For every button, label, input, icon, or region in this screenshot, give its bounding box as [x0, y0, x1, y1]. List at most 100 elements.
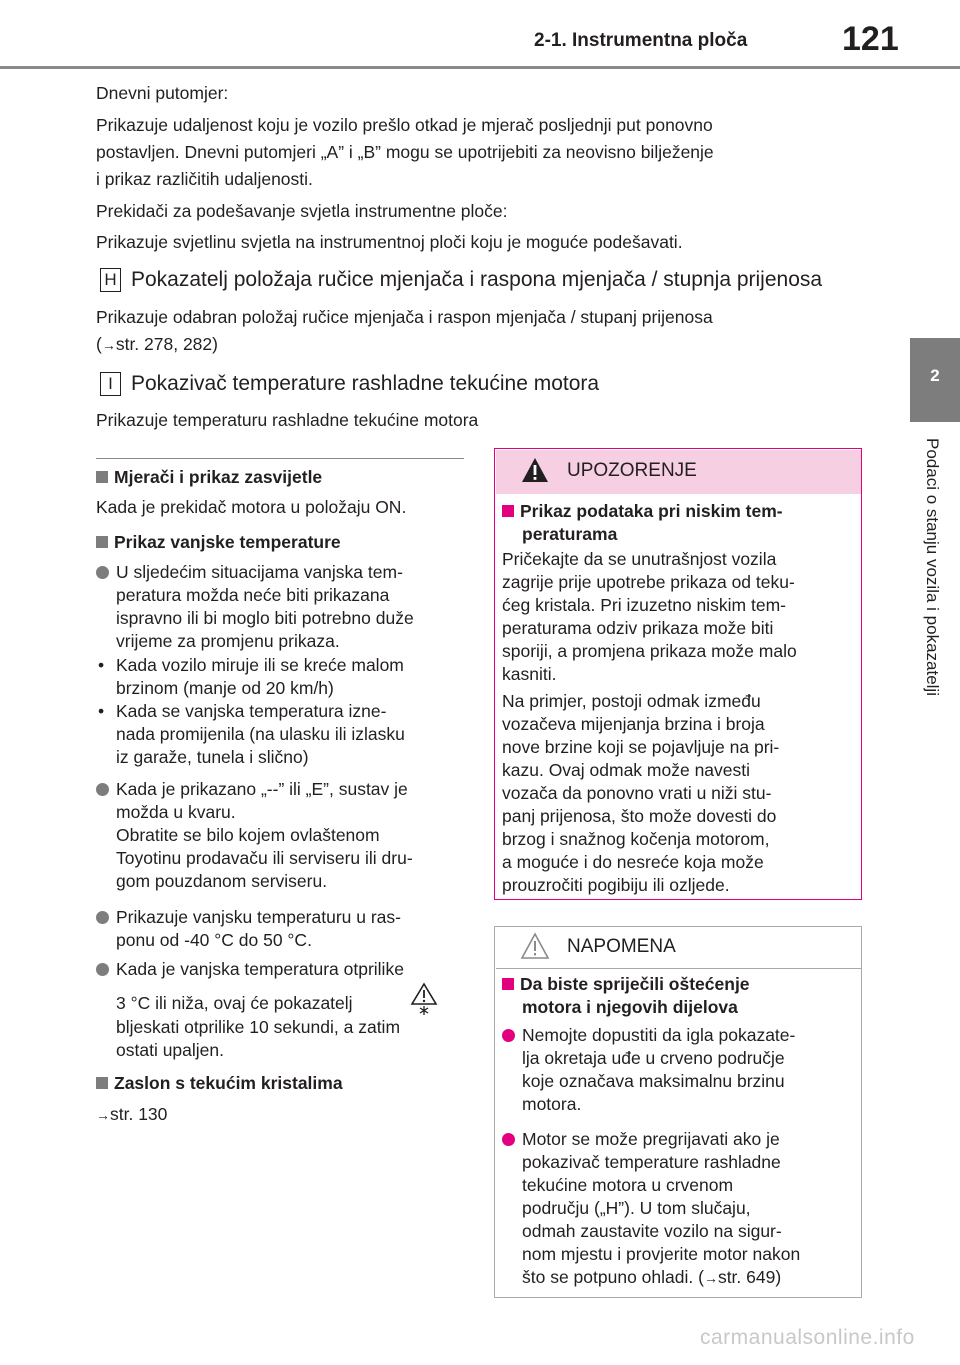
note-heading-line-1: Da biste spriječili oštećenje	[502, 973, 750, 996]
b4-line-2: 3 °C ili niža, ovaj će pokazatelj	[116, 993, 353, 1013]
chapter-title: Podaci o stanju vozila i pokazatelji	[923, 438, 942, 696]
round-bullet-icon	[502, 1133, 518, 1151]
warning-heading-line-2: peraturama	[522, 524, 618, 544]
note-box	[494, 926, 862, 1298]
warning-p2-line-8: a moguće i do nesreće koja može	[502, 852, 764, 872]
header-rule	[0, 66, 960, 69]
sub1-line-1: Kada vozilo miruje ili se kreće malom	[116, 655, 404, 675]
trip-desc-2: postavljen. Dnevni putomjeri „A” i „B” m…	[96, 142, 714, 162]
arrow-icon: →	[703, 1270, 718, 1286]
warning-p1-line-3: ćeg kristala. Pri izuzetno niskim tem-	[502, 595, 786, 615]
sub-bullet-icon: •	[98, 701, 105, 721]
b2-line-5: gom pouzdanom serviseru.	[116, 871, 328, 891]
warning-p2-line-4: kazu. Ovaj odmak može navesti	[502, 760, 751, 780]
b2-line-2: možda u kvaru.	[116, 802, 236, 822]
arrow-icon: →	[101, 337, 116, 353]
chapter-tab	[910, 338, 960, 422]
notice-triangle-icon	[520, 932, 550, 960]
warning-p2-line-2: vozačeva mijenjanja brzina i broja	[502, 714, 765, 734]
warning-p2-line-5: vozača da ponovno vrati u niži stu-	[502, 783, 772, 803]
b1-line-1: U sljedećim situacijama vanjska tem-	[116, 562, 403, 582]
square-bullet-icon	[96, 1077, 108, 1089]
warning-p2-line-6: panj prijenosa, što može dovesti do	[502, 806, 777, 826]
low-temperature-warning-icon	[410, 982, 438, 1016]
item-h-desc-1: Prikazuje odabran položaj ručice mjenjač…	[96, 307, 713, 327]
h1-text: Kada je prekidač motora u položaju ON.	[96, 497, 407, 517]
warning-p2-line-9: prouzročiti pogibiju ili ozljede.	[502, 875, 730, 895]
b2-line-4: Toyotinu prodavaču ili serviseru ili dru…	[116, 848, 413, 868]
h2-heading: Prikaz vanjske temperature	[96, 531, 341, 554]
b1-line-4: vrijeme za promjenu prikaza.	[116, 631, 340, 651]
square-bullet-icon	[502, 978, 514, 990]
round-bullet-icon	[96, 911, 112, 929]
note-b2-line-5: odmah zaustavite vozilo na sigur-	[522, 1221, 782, 1241]
b3-line-1: Prikazuje vanjsku temperaturu u ras-	[116, 907, 401, 927]
item-i-title: Pokazivač temperature rashladne tekućine…	[131, 372, 600, 395]
warning-p1-line-2: zagrije prije upotrebe prikaza od teku-	[502, 572, 795, 592]
page-ref-link[interactable]: str. 649)	[717, 1267, 782, 1287]
trip-label: Dnevni putomjer:	[96, 83, 229, 103]
warning-p2-line-7: brzog i snažnog kočenja motorom,	[502, 829, 770, 849]
warning-triangle-icon	[520, 456, 550, 484]
note-b1-line-2: lja okretaja uđe u crveno područje	[522, 1048, 785, 1068]
sub-bullet-icon: •	[98, 655, 105, 675]
note-header-divider	[496, 968, 861, 969]
warning-p2-line-3: nove brzine koji se pojavljuje na pri-	[502, 737, 780, 757]
note-b2-line-1: Motor se može pregrijavati ako je	[522, 1129, 780, 1149]
warning-p1-line-1: Pričekajte da se unutrašnjost vozila	[502, 549, 777, 569]
sub2-line-3: iz garaže, tunela i slično)	[116, 747, 309, 767]
b4-line-4: ostati upaljen.	[116, 1040, 224, 1060]
left-column-divider	[96, 458, 464, 459]
warning-box	[494, 448, 862, 900]
warning-p1-line-5: sporiji, a promjena prikaza može malo	[502, 641, 797, 661]
section-title: 2-1. Instrumentna ploča	[534, 30, 748, 51]
note-b1-line-4: motora.	[522, 1094, 582, 1114]
chapter-number: 2	[930, 366, 940, 385]
note-b2-line-6: nom mjestu i provjerite motor nakon	[522, 1244, 801, 1264]
switch-desc: Prikazuje svjetlinu svjetla na instrumen…	[96, 232, 683, 252]
watermark: carmanualsonline.info	[700, 1326, 915, 1349]
note-b2-line-3: tekućine motora u crvenom	[522, 1175, 734, 1195]
page-ref-link[interactable]: str. 130	[110, 1104, 168, 1124]
b3-line-2: ponu od -40 °C do 50 °C.	[116, 930, 312, 950]
warning-label: UPOZORENJE	[567, 460, 697, 481]
arrow-icon: →	[96, 1107, 110, 1123]
note-b2-line-7: što se potpuno ohladi. (→str. 649)	[522, 1267, 782, 1287]
sub1-line-2: brzinom (manje od 20 km/h)	[116, 678, 334, 698]
b2-line-1: Kada je prikazano „--” ili „E”, sustav j…	[116, 779, 408, 799]
item-i-desc: Prikazuje temperaturu rashladne tekućine…	[96, 410, 479, 430]
h3-ref: →str. 130	[96, 1103, 167, 1127]
page-ref-link[interactable]: str. 278, 282)	[115, 334, 218, 354]
warning-p1-line-6: kasniti.	[502, 664, 557, 684]
square-bullet-icon	[502, 505, 514, 517]
item-i-letter: I	[100, 372, 121, 396]
square-bullet-icon	[96, 536, 108, 548]
b1-line-3: ispravno ili bi moglo biti potrebno duže	[116, 608, 414, 628]
b1-line-2: peratura možda neće biti prikazana	[116, 585, 390, 605]
warning-p1-line-4: peraturama odziv prikaza može biti	[502, 618, 774, 638]
item-h-letter: H	[100, 268, 121, 292]
warning-header	[496, 450, 861, 494]
note-b1-line-3: koje označava maksimalnu brzinu	[522, 1071, 785, 1091]
sub2-line-1: Kada se vanjska temperatura izne-	[116, 701, 387, 721]
page-number: 121	[842, 20, 899, 58]
note-heading-line-2: motora i njegovih dijelova	[522, 997, 738, 1017]
trip-desc-3: i prikaz različitih udaljenosti.	[96, 169, 313, 189]
note-b2-line-4: području („H”). U tom slučaju,	[522, 1198, 751, 1218]
note-b2-line-2: pokazivač temperature rashladne	[522, 1152, 781, 1172]
item-h-title: Pokazatelj položaja ručice mjenjača i ra…	[131, 268, 823, 291]
round-bullet-icon	[502, 1029, 518, 1047]
trip-desc-1: Prikazuje udaljenost koju je vozilo preš…	[96, 115, 713, 135]
square-bullet-icon	[96, 471, 108, 483]
round-bullet-icon	[96, 783, 112, 801]
b4-line-1: Kada je vanjska temperatura otprilike	[116, 959, 404, 979]
note-label: NAPOMENA	[567, 936, 676, 957]
round-bullet-icon	[96, 566, 112, 584]
b4-line-3: bljeskati otprilike 10 sekundi, a zatim	[116, 1017, 401, 1037]
switch-label: Prekidači za podešavanje svjetla instrum…	[96, 201, 508, 221]
warning-heading-line-1: Prikaz podataka pri niskim tem-	[502, 500, 783, 523]
h1-heading: Mjerači i prikaz zasvijetle	[96, 466, 322, 489]
note-b1-line-1: Nemojte dopustiti da igla pokazate-	[522, 1025, 796, 1045]
b2-line-3: Obratite se bilo kojem ovlaštenom	[116, 825, 380, 845]
round-bullet-icon	[96, 963, 112, 981]
